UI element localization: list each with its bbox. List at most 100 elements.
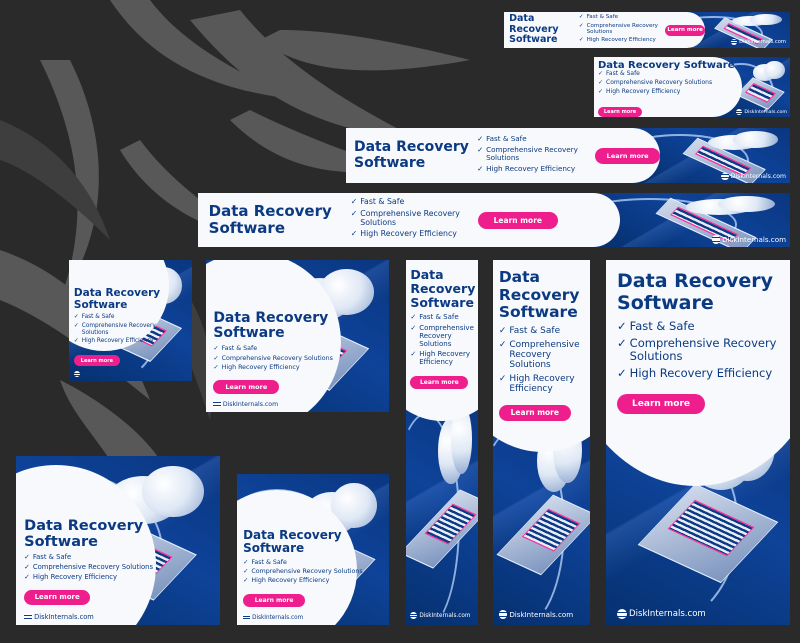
check-icon: ✓ (617, 366, 627, 381)
feature-text: Comprehensive Recovery Solutions (629, 335, 777, 364)
brand-logo: DiskInternals.com (730, 38, 786, 45)
check-icon: ✓ (73, 314, 79, 321)
feature-item: ✓High Recovery Efficiency (477, 164, 590, 174)
text-panel (406, 260, 478, 421)
learn-more-button[interactable]: Learn more (73, 355, 120, 367)
feature-item: ✓Fast & Safe (499, 326, 590, 336)
check-icon: ✓ (498, 373, 507, 384)
keyboard-illustration (668, 500, 754, 557)
feature-list: ✓Fast & Safe✓Comprehensive Recovery Solu… (598, 70, 734, 96)
check-icon: ✓ (477, 144, 484, 154)
ring-decoration (640, 133, 749, 183)
brand-name: DiskInternals.com (222, 400, 279, 408)
feature-item: ✓Comprehensive Recovery Solutions (213, 355, 359, 362)
title-line: Software (24, 533, 98, 550)
feature-item: ✓High Recovery Efficiency (579, 37, 662, 43)
feature-list: ✓Fast & Safe ✓Comprehensive Recovery Solu… (213, 345, 359, 371)
check-icon: ✓ (243, 568, 249, 576)
feature-item: ✓Fast & Safe (24, 552, 187, 562)
keyboard-illustration (745, 83, 777, 103)
feature-item: ✓Comprehensive Recovery Solutions (579, 23, 662, 36)
feature-text: High Recovery Efficiency (606, 88, 681, 96)
learn-more-button[interactable]: Learn more (477, 211, 558, 229)
learn-more-button[interactable]: Learn more (595, 147, 660, 164)
check-icon: ✓ (410, 350, 417, 359)
feature-list: ✓Fast & Safe✓Comprehensive Recovery Solu… (617, 318, 790, 381)
learn-more-button[interactable]: Learn more (617, 393, 706, 414)
brand-name: DiskInternals.com (509, 610, 574, 619)
feature-text: High Recovery Efficiency (81, 338, 154, 345)
feature-list: ✓Fast & Safe✓Comprehensive Recovery Solu… (499, 326, 590, 394)
feature-text: Comprehensive Recovery Solutions (251, 568, 363, 576)
learn-more-button[interactable]: Learn more (665, 24, 706, 36)
feature-list: ✓Fast & Safe✓Comprehensive Recovery Solu… (350, 197, 471, 242)
banner-content: Data Recovery Software✓Fast & Safe✓Compr… (598, 60, 734, 117)
learn-more-button[interactable]: Learn more (598, 107, 642, 117)
feature-list: ✓Fast & Safe✓Comprehensive Recovery Solu… (477, 134, 590, 176)
feature-text: High Recovery Efficiency (629, 366, 773, 381)
title-line: Data Recovery (509, 13, 559, 35)
feature-list: ✓Fast & Safe✓Comprehensive Recovery Solu… (24, 552, 187, 582)
check-icon: ✓ (617, 335, 627, 350)
feature-list: ✓Fast & Safe✓Comprehensive Recovery Solu… (410, 313, 476, 366)
illustration-laptop-cloud (406, 389, 478, 625)
ad-banner[interactable]: Data Recovery Software✓Fast & Safe✓Compr… (594, 57, 790, 117)
feature-text: Fast & Safe (486, 134, 527, 144)
feature-text: Comprehensive Recovery Solutions (81, 322, 156, 336)
illustration-laptop-cloud (600, 193, 790, 247)
brand-logo: DiskInternals.com (498, 610, 574, 619)
check-icon: ✓ (350, 197, 358, 207)
title-line: Software (410, 294, 474, 310)
check-icon: ✓ (617, 318, 627, 333)
cloud-illustration (733, 131, 778, 148)
feature-text: Fast & Safe (81, 314, 115, 321)
check-icon: ✓ (598, 70, 604, 78)
learn-more-button[interactable]: Learn more (498, 404, 571, 421)
brand-name: DiskInternals.com (34, 613, 94, 621)
learn-more-button[interactable]: Learn more (410, 375, 469, 389)
check-icon: ✓ (243, 558, 249, 566)
feature-item: ✓Fast & Safe (213, 345, 359, 352)
text-panel (594, 57, 742, 117)
check-icon: ✓ (410, 313, 417, 322)
learn-more-button[interactable]: Learn more (243, 593, 306, 607)
learn-more-button[interactable]: Learn more (24, 589, 91, 605)
feature-list: ✓Fast & Safe✓Comprehensive Recovery Solu… (579, 14, 662, 46)
feature-item: ✓Fast & Safe (350, 197, 471, 207)
feature-text: High Recovery Efficiency (509, 373, 575, 395)
check-icon: ✓ (24, 552, 30, 561)
globe-icon (711, 235, 721, 244)
check-icon: ✓ (477, 164, 484, 174)
feature-item: ✓Comprehensive Recovery Solutions (243, 568, 365, 575)
title-line: Data Recovery (213, 309, 329, 326)
check-icon: ✓ (213, 345, 219, 353)
learn-more-button[interactable]: Learn more (213, 379, 280, 394)
feature-text: Fast & Safe (629, 318, 695, 333)
title-line: Software (509, 34, 558, 46)
title-line: Data Recovery (243, 527, 342, 542)
feature-text: High Recovery Efficiency (32, 573, 118, 582)
feature-text: Fast & Safe (32, 552, 72, 561)
brand-name: DiskInternals.com (730, 172, 786, 180)
title-line: Software (213, 325, 285, 342)
feature-item: ✓High Recovery Efficiency (351, 229, 471, 239)
feature-list: ✓Fast & Safe✓Comprehensive Recovery Solu… (243, 559, 365, 585)
feature-item: ✓Fast & Safe (243, 559, 365, 566)
